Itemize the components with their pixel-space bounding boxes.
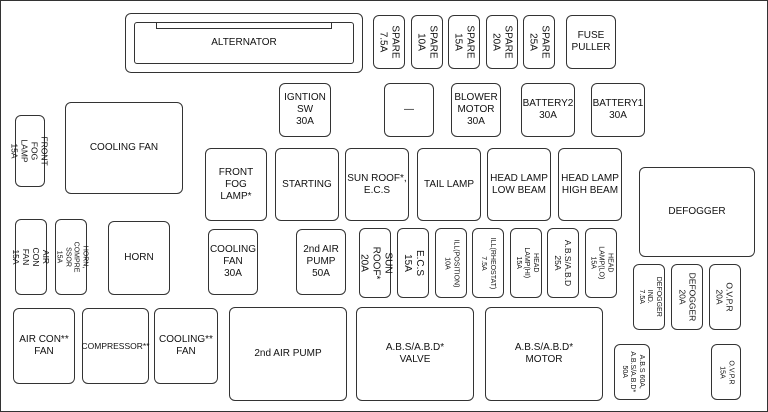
ill-position-fuse: ILL(POSITION) 10A <box>435 228 467 298</box>
abs-abd-motor-relay: A.B.S/A.B.D* MOTOR <box>485 307 603 401</box>
compressor-relay: COMPRESSOR** <box>82 308 150 384</box>
spare-fuse-10a: SPARE 10A <box>411 15 443 69</box>
ignition-sw-fuse: IGNTION SW 30A <box>279 83 331 137</box>
alternator-slot: ALTERNATOR <box>125 13 363 73</box>
abs-60a-fuse: A.B.S 60A, A.B.S/A.B.D* 50A <box>614 344 650 400</box>
air-con-fan-fuse: AIR CON FAN 15A <box>11 219 51 295</box>
head-lamp-lo-fuse: HEAD LAMP(LO) 15A <box>585 228 617 298</box>
blower-motor-fuse: BLOWER MOTOR 30A <box>451 83 501 137</box>
spare-fuse-20a: SPARE 20A <box>486 15 518 69</box>
battery1-fuse: BATTERY1 30A <box>591 83 645 137</box>
ovpr-20a-fuse: O.V.P.R 20A <box>709 264 741 330</box>
second-air-pump-50a-fuse: 2nd AIR PUMP 50A <box>296 229 346 295</box>
front-fog-lamp-relay: FRONT FOG LAMP* <box>205 148 267 221</box>
spare-fuse-25a: SPARE 25A <box>523 15 555 69</box>
alternator-label: ALTERNATOR <box>211 37 277 48</box>
abs-abd-valve-relay: A.B.S/A.B.D* VALVE <box>356 307 474 401</box>
horn-relay: HORN <box>108 221 170 295</box>
tail-lamp-relay: TAIL LAMP <box>417 148 481 221</box>
sun-roof-ecs-relay: SUN ROOF*, E.C.S <box>345 148 409 221</box>
abs-abd-25a-fuse: A.B.S/A.B.D 25A <box>547 228 579 298</box>
empty-slot: — <box>384 83 434 137</box>
horn-compressor-fuse: HORN, COMPRE SSOR 15A <box>55 219 88 295</box>
ecs-15a-fuse: E.C.S 15A <box>397 228 429 298</box>
battery2-fuse: BATTERY2 30A <box>521 83 575 137</box>
ovpr-15a-fuse: O.V.P.R 15A <box>711 344 741 400</box>
cooling-fan-relay-2: COOLING** FAN <box>154 308 218 384</box>
alternator-inner-frame <box>134 22 354 64</box>
sun-roof-20a-fuse: SUN ROOF* 20A <box>358 228 393 298</box>
defogger-20a-fuse: DEFOGGER 20A <box>671 264 703 330</box>
starting-relay: STARTING <box>275 148 339 221</box>
cooling-fan-relay: COOLING FAN <box>65 102 183 194</box>
air-con-fan-relay: AIR CON** FAN <box>13 308 75 384</box>
second-air-pump-relay: 2nd AIR PUMP <box>229 307 347 401</box>
spare-fuse-15a: SPARE 15A <box>448 15 480 69</box>
head-lamp-low-beam-relay: HEAD LAMP LOW BEAM <box>487 148 551 221</box>
alternator-notch <box>156 22 332 29</box>
defogger-relay: DEFOGGER <box>639 167 755 257</box>
defogger-ind-fuse: DEFOGGER IND. 7.5A <box>633 264 665 330</box>
fuse-puller-slot: FUSE PULLER <box>566 15 616 69</box>
head-lamp-hi-fuse: HEAD LAMP(HI) 15A <box>510 228 542 298</box>
spare-fuse-7-5a: SPARE 7.5A <box>373 15 405 69</box>
front-fog-lamp-fuse: FRONT FOG LAMP 15A <box>10 115 50 187</box>
ill-rheostat-fuse: ILL(RHEOSTAT) 7.5A <box>472 228 504 298</box>
cooling-fan-30a-fuse: COOLING FAN 30A <box>208 229 258 295</box>
head-lamp-high-beam-relay: HEAD LAMP HIGH BEAM <box>558 148 622 221</box>
